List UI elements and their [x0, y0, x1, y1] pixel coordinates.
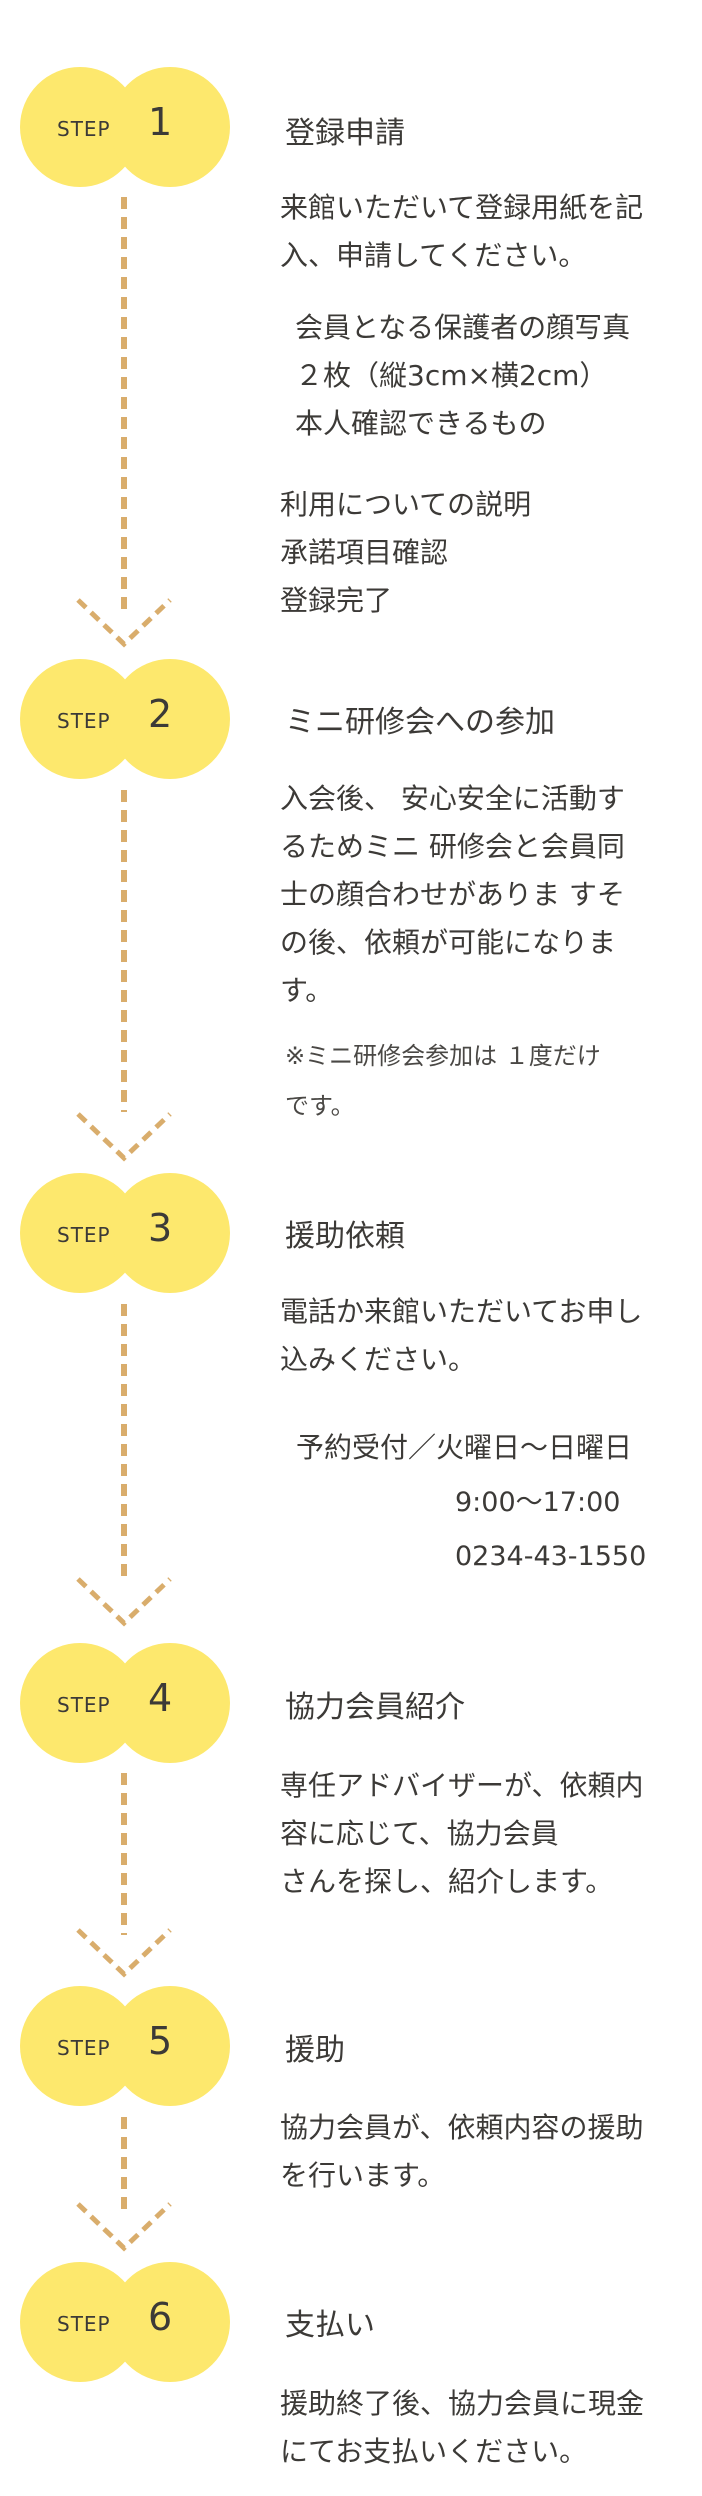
step-1-title: 登録申請 — [285, 116, 405, 151]
step-3-reception: 予約受付／火曜日～日曜日 — [296, 1424, 702, 1472]
step-3-badge: STEP 3 — [20, 1173, 230, 1293]
text-line: 援助終了後、協力会員に現金 — [280, 2387, 645, 2420]
step-5-badge: STEP 5 — [20, 1986, 230, 2106]
text-line: 士の顔合わせがありま すそ — [280, 878, 625, 911]
badge-blob — [110, 1173, 230, 1293]
process-item: 利用についての説明 — [280, 488, 532, 521]
step-label: STEP — [57, 709, 111, 733]
step-number: 4 — [148, 1676, 173, 1720]
reception-hours-label: 予約受付／火曜日～日曜日 — [296, 1431, 633, 1464]
connector-line — [121, 2117, 127, 2209]
step-label: STEP — [57, 1223, 111, 1247]
text-line: 来館いただいて登録用紙を記 — [280, 191, 644, 224]
step-3-body: 電話か来館いただいてお申し 込みください。 — [280, 1288, 690, 1384]
note-line: ※ミニ研修会参加は １度だけ — [285, 1042, 601, 1070]
text-line: にてお支払いください。 — [280, 2435, 588, 2468]
text-line: 協力会員が、依頼内容の援助 — [280, 2111, 644, 2144]
step-label: STEP — [57, 2312, 111, 2336]
chevron-down-icon — [76, 598, 172, 648]
text-line: 容に応じて、協力会員 — [280, 1817, 559, 1850]
step-5-title: 援助 — [285, 2033, 345, 2068]
step-label: STEP — [57, 1693, 111, 1717]
text-line: す。 — [280, 974, 334, 1007]
step-2-badge: STEP 2 — [20, 659, 230, 779]
step-3-contact: 9:00～17:00 0234-43-1550 — [455, 1476, 685, 1584]
text-line: の後、依頼が可能になりま — [280, 926, 617, 959]
requirement-item: 会員となる保護者の顔写真 — [295, 311, 631, 344]
step-6-title: 支払い — [285, 2308, 375, 2343]
step-1-intro: 来館いただいて登録用紙を記 入、申請してください。 — [280, 184, 690, 280]
step-number: 5 — [148, 2019, 173, 2063]
step-2-body: 入会後、 安心安全に活動す るためミニ 研修会と会員同 士の顔合わせがありま す… — [280, 775, 690, 1015]
step-4-badge: STEP 4 — [20, 1643, 230, 1763]
step-4-body: 専任アドバイザーが、依頼内 容に応じて、協力会員 さんを探し、紹介します。 — [280, 1762, 690, 1906]
process-item: 登録完了 — [280, 584, 393, 617]
connector-line — [121, 790, 127, 1112]
text-line: 電話か来館いただいてお申し — [280, 1295, 643, 1328]
step-label: STEP — [57, 117, 111, 141]
text-line: るためミニ 研修会と会員同 — [280, 830, 625, 863]
connector-line — [121, 1773, 127, 1935]
text-line: 込みください。 — [280, 1343, 477, 1376]
step-1-process: 利用についての説明 承諾項目確認 登録完了 — [280, 481, 690, 625]
requirement-item: 本人確認できるもの — [295, 407, 547, 440]
text-line: 専任アドバイザーが、依頼内 — [280, 1769, 644, 1802]
badge-blob — [110, 1986, 230, 2106]
step-label: STEP — [57, 2036, 111, 2060]
chevron-down-icon — [76, 2202, 172, 2252]
text-line: を行います。 — [280, 2159, 446, 2192]
step-number: 6 — [148, 2295, 173, 2339]
step-1-badge: STEP 1 — [20, 67, 230, 187]
connector-line — [121, 197, 127, 609]
requirement-item: ２枚（縦3cm×横2cm） — [295, 359, 608, 392]
step-4-title: 協力会員紹介 — [285, 1690, 465, 1725]
phone-number: 0234-43-1550 — [455, 1541, 647, 1572]
chevron-down-icon — [76, 1112, 172, 1162]
step-2-note: ※ミニ研修会参加は １度だけ です。 — [285, 1031, 695, 1131]
badge-blob — [110, 659, 230, 779]
step-6-body: 援助終了後、協力会員に現金 にてお支払いください。 — [280, 2380, 690, 2476]
step-number: 2 — [148, 692, 173, 736]
step-number: 1 — [148, 100, 173, 144]
process-item: 承諾項目確認 — [280, 536, 449, 569]
step-2-title: ミニ研修会への参加 — [285, 705, 555, 740]
text-line: 入、申請してください。 — [280, 239, 587, 272]
connector-line — [121, 1304, 127, 1584]
text-line: さんを探し、紹介します。 — [280, 1865, 614, 1898]
text-line: 入会後、 安心安全に活動す — [280, 782, 625, 815]
business-hours: 9:00～17:00 — [455, 1487, 621, 1518]
badge-blob — [110, 1643, 230, 1763]
step-3-title: 援助依頼 — [285, 1219, 405, 1254]
step-5-body: 協力会員が、依頼内容の援助 を行います。 — [280, 2104, 690, 2200]
step-number: 3 — [148, 1206, 173, 1250]
note-line: です。 — [285, 1092, 355, 1120]
chevron-down-icon — [76, 1928, 172, 1978]
badge-blob — [110, 67, 230, 187]
chevron-down-icon — [76, 1577, 172, 1627]
step-6-badge: STEP 6 — [20, 2262, 230, 2382]
step-1-requirements: 会員となる保護者の顔写真 ２枚（縦3cm×横2cm） 本人確認できるもの — [295, 304, 702, 448]
badge-blob — [110, 2262, 230, 2382]
